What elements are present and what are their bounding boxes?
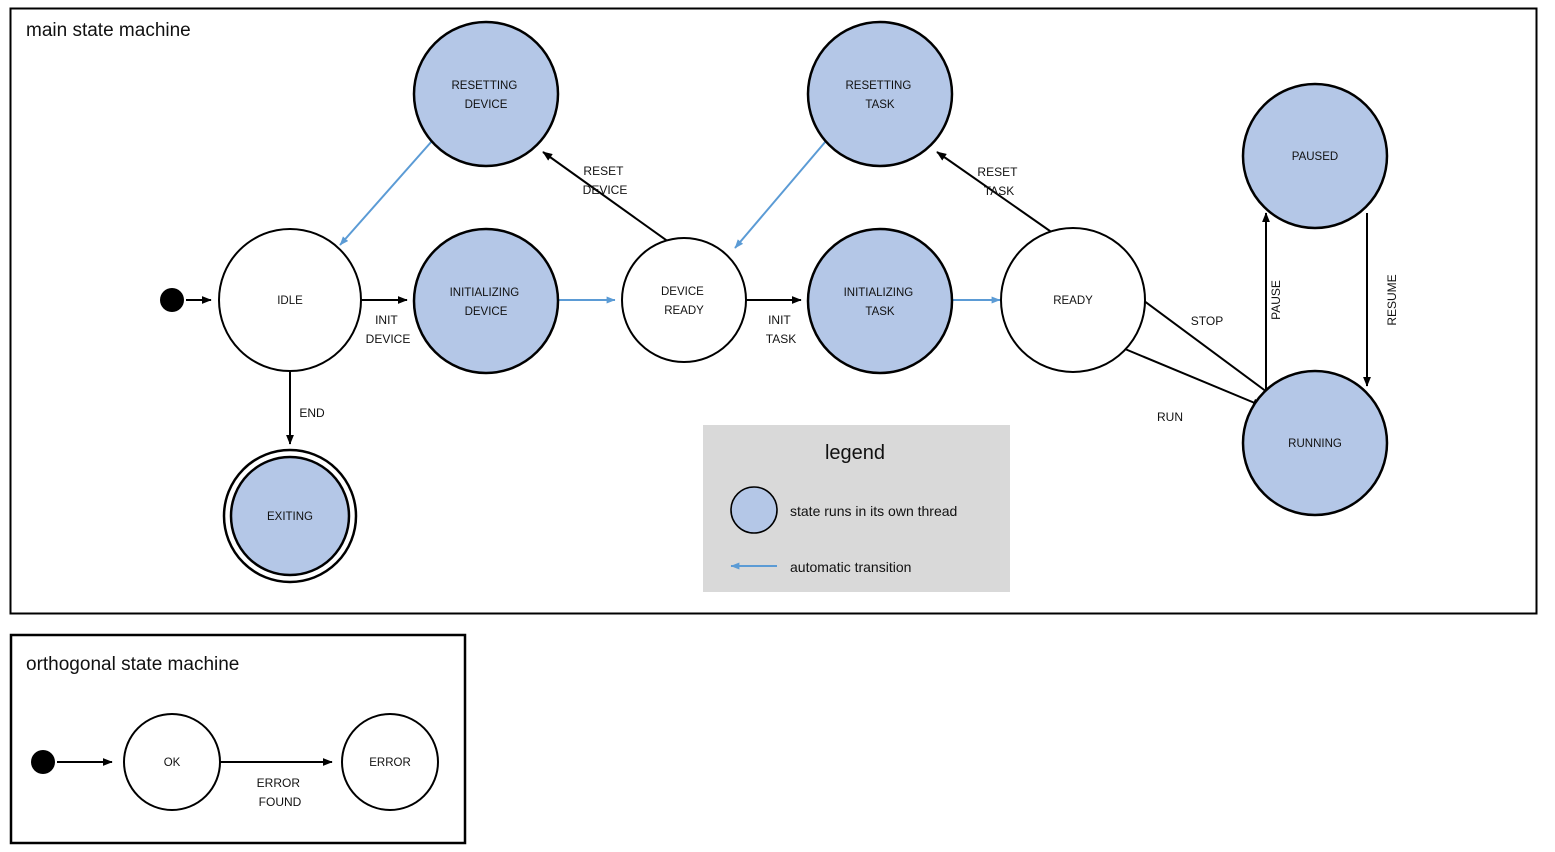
transition-label-reset-device: RESET DEVICE — [583, 164, 628, 197]
start-state-marker — [31, 750, 55, 774]
transition-auto-device-ready-2 — [734, 140, 827, 249]
transition-reset-task: RESET TASK — [936, 151, 1081, 253]
state-label-error: ERROR — [369, 757, 411, 769]
transition-auto-idle — [339, 140, 433, 246]
state-circle[interactable] — [621, 237, 747, 363]
state-label-ready: READY — [1053, 295, 1093, 307]
transition-label-reset-task: RESET TASK — [977, 165, 1020, 198]
state-circle[interactable] — [341, 713, 439, 811]
state-exiting[interactable]: EXITING — [222, 448, 358, 584]
transition-arrow — [1124, 348, 1263, 407]
state-circle[interactable] — [806, 20, 954, 168]
transition-label-run: RUN — [1157, 410, 1183, 424]
transition-resume: RESUME — [1363, 213, 1399, 387]
transition-end: END — [286, 371, 325, 445]
state-label-initializing-task: INITIALIZING TASK — [844, 287, 917, 318]
transition-label-pause: PAUSE — [1269, 280, 1283, 320]
state-label-running: RUNNING — [1288, 438, 1342, 450]
start-state-marker — [160, 288, 184, 312]
transition-label-stop: STOP — [1191, 314, 1223, 328]
orthogonal-transitions: ERROR FOUND — [57, 758, 333, 809]
state-ok[interactable]: OK — [123, 713, 221, 811]
state-label-idle: IDLE — [277, 295, 303, 307]
state-error[interactable]: ERROR — [341, 713, 439, 811]
legend: legend state runs in its own thread auto… — [703, 425, 1010, 592]
state-circle[interactable] — [218, 228, 362, 372]
state-label-device-ready: DEVICE READY — [661, 286, 707, 317]
transition-init-task: INIT TASK — [746, 296, 802, 346]
transition-arrow-automatic — [339, 140, 433, 246]
legend-title: legend — [825, 442, 885, 464]
state-running[interactable]: RUNNING — [1241, 369, 1389, 517]
transition-stop: STOP — [1127, 288, 1268, 393]
state-label-exiting: EXITING — [267, 511, 313, 523]
orthogonal-frame-title: orthogonal state machine — [26, 654, 239, 675]
transition-arrow-automatic — [734, 140, 827, 249]
transition-arrow — [1127, 288, 1268, 393]
transition-label-resume: RESUME — [1385, 274, 1399, 325]
state-initializing-task[interactable]: INITIALIZING TASK — [806, 227, 954, 375]
state-device-ready[interactable]: DEVICE READY — [621, 237, 747, 363]
state-circle[interactable] — [1241, 82, 1389, 230]
state-circle[interactable] — [412, 20, 560, 168]
state-initializing-device[interactable]: INITIALIZING DEVICE — [412, 227, 560, 375]
state-label-resetting-task: RESETTING TASK — [845, 80, 914, 111]
state-circle[interactable] — [1241, 369, 1389, 517]
state-paused[interactable]: PAUSED — [1241, 82, 1389, 230]
transition-label-init-task: INIT TASK — [766, 313, 796, 346]
transition-init-device: INIT DEVICE — [361, 296, 411, 346]
main-frame-title: main state machine — [26, 20, 191, 41]
transition-error-found: ERROR FOUND — [220, 758, 333, 809]
state-circle[interactable] — [806, 227, 954, 375]
state-label-ok: OK — [164, 757, 181, 769]
orthogonal-states: OK ERROR — [31, 713, 439, 811]
transition-label-error-found: ERROR FOUND — [257, 776, 304, 809]
state-idle[interactable]: IDLE — [218, 228, 362, 372]
transition-label-init-device: INIT DEVICE — [366, 313, 411, 346]
transition-reset-device: RESET DEVICE — [542, 151, 688, 256]
legend-automatic-transition-label: automatic transition — [790, 559, 911, 575]
main-states: IDLE EXITING RESETTING DEVICE INI — [160, 20, 1389, 584]
state-resetting-task[interactable]: RESETTING TASK — [806, 20, 954, 168]
state-circle[interactable] — [412, 227, 560, 375]
transition-run: RUN — [1124, 348, 1263, 424]
state-circle[interactable] — [1000, 227, 1146, 373]
state-label-initializing-device: INITIALIZING DEVICE — [450, 287, 523, 318]
state-circle[interactable] — [123, 713, 221, 811]
state-label-resetting-device: RESETTING DEVICE — [451, 80, 520, 111]
main-transitions: INIT DEVICE END RESET DEVICE — [186, 140, 1399, 445]
state-resetting-device[interactable]: RESETTING DEVICE — [412, 20, 560, 168]
state-circle[interactable] — [229, 455, 351, 577]
transition-arrow — [542, 151, 688, 256]
legend-thread-state-label: state runs in its own thread — [790, 503, 957, 519]
transition-pause: PAUSE — [1262, 212, 1283, 390]
legend-thread-state-icon — [730, 486, 778, 534]
state-ready[interactable]: READY — [1000, 227, 1146, 373]
transition-label-end: END — [299, 406, 325, 420]
state-label-paused: PAUSED — [1292, 151, 1338, 163]
